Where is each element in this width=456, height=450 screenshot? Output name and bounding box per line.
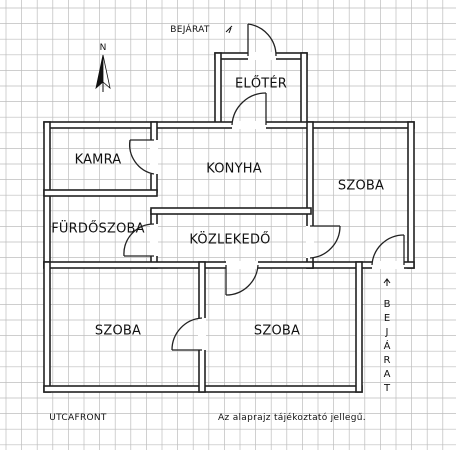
- door-openings: [150, 52, 404, 350]
- room-label-furdoszoba: FÜRDŐSZOBA: [51, 221, 145, 237]
- room-label-szoba-east: SZOBA: [337, 178, 385, 194]
- door-swings: [123, 23, 405, 351]
- side-entrance-arrow-icon: [383, 278, 391, 286]
- room-label-szoba-south: SZOBA: [253, 323, 301, 339]
- room-label-kamra: KAMRA: [74, 152, 122, 168]
- walls: [43, 52, 415, 393]
- entrance-label-top: BEJÁRAT: [170, 25, 210, 35]
- room-label-eloter: ELŐTÉR: [234, 76, 288, 92]
- room-label-szoba-southwest: SZOBA: [94, 323, 142, 339]
- north-arrow-icon: [95, 54, 111, 92]
- street-front-label: UTCAFRONT: [49, 413, 107, 423]
- room-label-konyha: KONYHA: [206, 161, 262, 177]
- disclaimer-text: Az alaprajz tájékoztató jellegű.: [218, 413, 366, 423]
- entrance-arrow-icon: [225, 25, 233, 34]
- compass-north-label: N: [100, 43, 107, 53]
- room-label-kozlekedo: KÖZLEKEDŐ: [189, 232, 271, 248]
